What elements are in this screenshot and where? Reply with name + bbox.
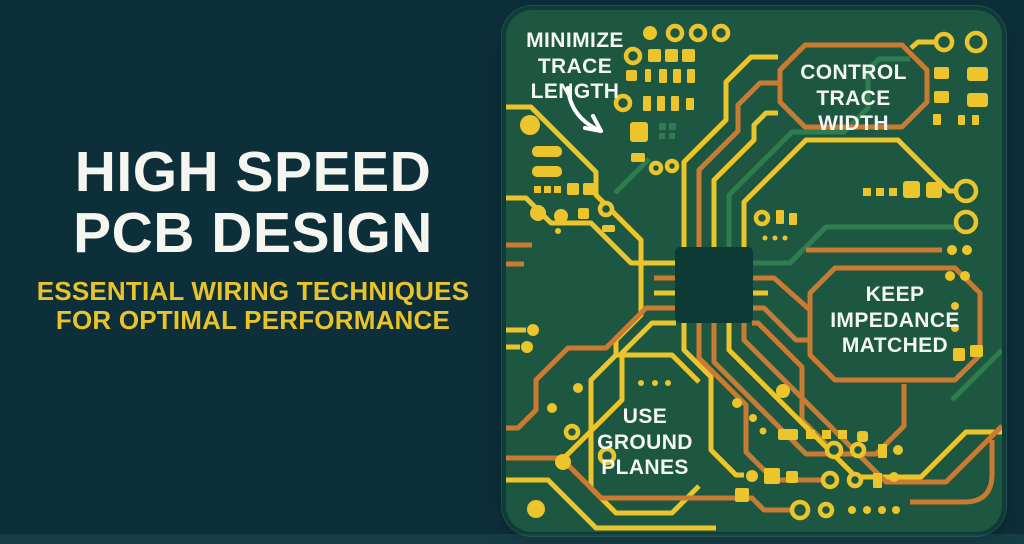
callout-line: CONTROL [800,61,907,84]
circuit-artwork [506,23,1002,531]
pad-group [520,23,988,521]
callout-line: GROUND [597,430,693,454]
trace-group [506,39,1002,531]
chip [675,247,753,323]
pcb-board-illustration: MINIMIZE TRACE LENGTH CONTROL TRACE WIDT… [506,10,1002,532]
callout-minimize-trace-length: MINIMIZE TRACE LENGTH [512,28,638,105]
subtitle-line-1: ESSENTIAL WIRING TECHNIQUES [36,276,470,307]
curved-arrow-icon [566,86,603,133]
callout-line: LENGTH [530,80,620,104]
title-panel: HIGH SPEED PCB DESIGN ESSENTIAL WIRING T… [0,0,506,544]
subtitle: ESSENTIAL WIRING TECHNIQUES FOR OPTIMAL … [36,276,470,336]
callout-line: MINIMIZE [526,29,624,52]
callout-line: IMPEDANCE [830,308,960,332]
callout-line: PLANES [601,456,689,480]
callout-line: TRACE [537,54,613,78]
main-title: HIGH SPEED PCB DESIGN [73,142,433,263]
callout-line: MATCHED [841,334,949,358]
callout-line: TRACE WIDTH [816,86,891,136]
title-line-2: PCB DESIGN [73,200,433,265]
callout-use-ground-planes: USE GROUND PLANES [570,404,720,481]
callout-control-trace-width: CONTROL TRACE WIDTH [780,60,927,137]
callout-line: USE [622,405,668,428]
callout-line: KEEP [865,283,925,306]
callout-keep-impedance-matched: KEEP IMPEDANCE MATCHED [810,282,980,359]
bottom-edge-highlight [0,534,1024,544]
title-line-1: HIGH SPEED [74,140,432,205]
subtitle-line-2: FOR OPTIMAL PERFORMANCE [55,305,451,336]
